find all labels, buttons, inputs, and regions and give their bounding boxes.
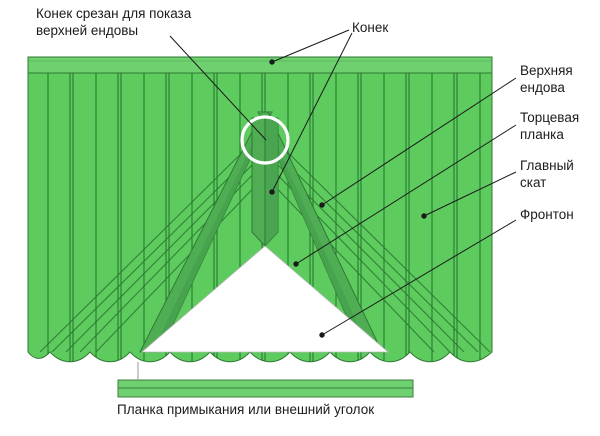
abutment-strip-bar	[117, 362, 414, 398]
ridge-detail-circle	[240, 115, 290, 165]
white-gable-triangle	[140, 245, 390, 353]
label-ridge-cut: Конек срезан для показа верхней ендовы	[36, 6, 192, 38]
label-main-slope: Главный скат	[520, 158, 574, 190]
caption-abutment-strip: Планка примыкания или внешний уголок	[117, 402, 375, 417]
ridge-cap-band	[27, 56, 493, 74]
label-ridge: Конек	[352, 20, 389, 35]
leader-lines	[169, 29, 517, 338]
vertical-ridge-strip	[251, 117, 279, 247]
label-end-strip: Торцевая планка	[520, 110, 580, 142]
label-gable: Фронтон	[520, 207, 574, 222]
label-upper-valley: Верхняя ендова	[520, 63, 573, 95]
